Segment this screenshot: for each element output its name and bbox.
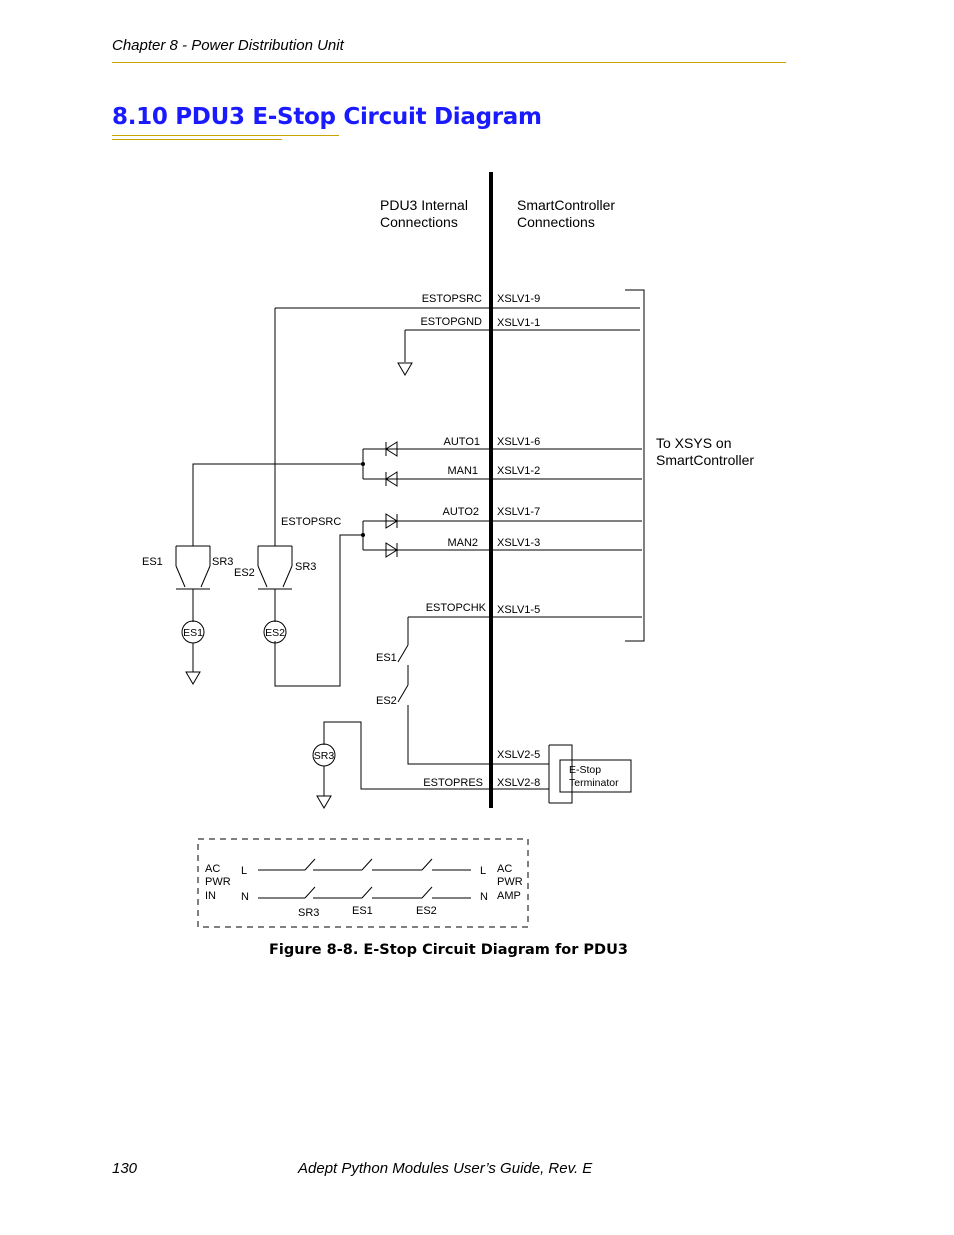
pdu3-heading-line2: Connections xyxy=(380,214,458,230)
terminator-label-line1: E-Stop xyxy=(569,764,601,776)
sc-heading-line1: SmartController xyxy=(517,197,615,213)
power-amp-label: PWR xyxy=(497,876,523,888)
line-n-label: N xyxy=(241,891,249,903)
power-amp-label: AC xyxy=(497,863,512,875)
chapter-header: Chapter 8 - Power Distribution Unit xyxy=(112,37,344,54)
es2-contact-label: ES2 xyxy=(376,695,397,707)
line-l-label: L xyxy=(241,865,247,877)
signal-label: ESTOPSRC xyxy=(422,293,482,305)
signal-label: ESTOPCHK xyxy=(426,602,487,614)
signal-label: MAN1 xyxy=(447,465,478,477)
sc-heading-line2: Connections xyxy=(517,214,595,230)
sr3-switch-label: SR3 xyxy=(295,561,316,573)
contact-label: ES2 xyxy=(416,905,437,917)
pin-label: XSLV2-5 xyxy=(497,749,540,761)
sr3-switch-label: SR3 xyxy=(212,556,233,568)
power-in-label: IN xyxy=(205,890,216,902)
estopsrc-label: ESTOPSRC xyxy=(281,516,341,528)
es1-coil-label: ES1 xyxy=(183,627,203,639)
xsys-label-line1: To XSYS on xyxy=(656,435,732,451)
line-n-label: N xyxy=(480,891,488,903)
pin-label: XSLV1-2 xyxy=(497,465,540,477)
es1-contact-label: ES1 xyxy=(376,652,397,664)
es2-coil-label: ES2 xyxy=(265,627,285,639)
pin-label: XSLV1-6 xyxy=(497,436,540,448)
signal-label: AUTO1 xyxy=(444,436,480,448)
power-in-label: PWR xyxy=(205,876,231,888)
signal-label: MAN2 xyxy=(447,537,478,549)
pin-label: XSLV1-9 xyxy=(497,293,540,305)
estop-circuit-diagram: PDU3 Internal Connections SmartControlle… xyxy=(142,172,754,928)
pin-label: XSLV1-5 xyxy=(497,604,540,616)
contact-label: ES1 xyxy=(352,905,373,917)
signal-label: ESTOPRES xyxy=(423,777,483,789)
power-amp-label: AMP xyxy=(497,890,521,902)
contact-label: SR3 xyxy=(298,907,319,919)
pin-label: XSLV1-7 xyxy=(497,506,540,518)
pin-label: XSLV1-1 xyxy=(497,317,540,329)
footer-doc-title: Adept Python Modules User’s Guide, Rev. … xyxy=(298,1160,593,1177)
signal-label: AUTO2 xyxy=(443,506,479,518)
es1-switch-label: ES1 xyxy=(142,556,163,568)
pin-label: XSLV1-3 xyxy=(497,537,540,549)
line-l-label: L xyxy=(480,865,486,877)
pin-label: XSLV2-8 xyxy=(497,777,540,789)
sr3-coil-label: SR3 xyxy=(314,750,335,762)
signal-label: ESTOPGND xyxy=(420,316,482,328)
section-title: 8.10 PDU3 E-Stop Circuit Diagram xyxy=(112,104,542,130)
es2-switch-label: ES2 xyxy=(234,567,255,579)
header-rule xyxy=(112,62,786,63)
pdu3-heading-line1: PDU3 Internal xyxy=(380,197,468,213)
title-rule xyxy=(112,135,339,136)
xsys-label-line2: SmartController xyxy=(656,452,754,468)
figure-caption: Figure 8-8. E-Stop Circuit Diagram for P… xyxy=(269,942,628,958)
power-in-label: AC xyxy=(205,863,220,875)
title-rule-short xyxy=(112,139,282,140)
terminator-label-line2: Terminator xyxy=(569,777,619,789)
page-number: 130 xyxy=(112,1160,138,1177)
